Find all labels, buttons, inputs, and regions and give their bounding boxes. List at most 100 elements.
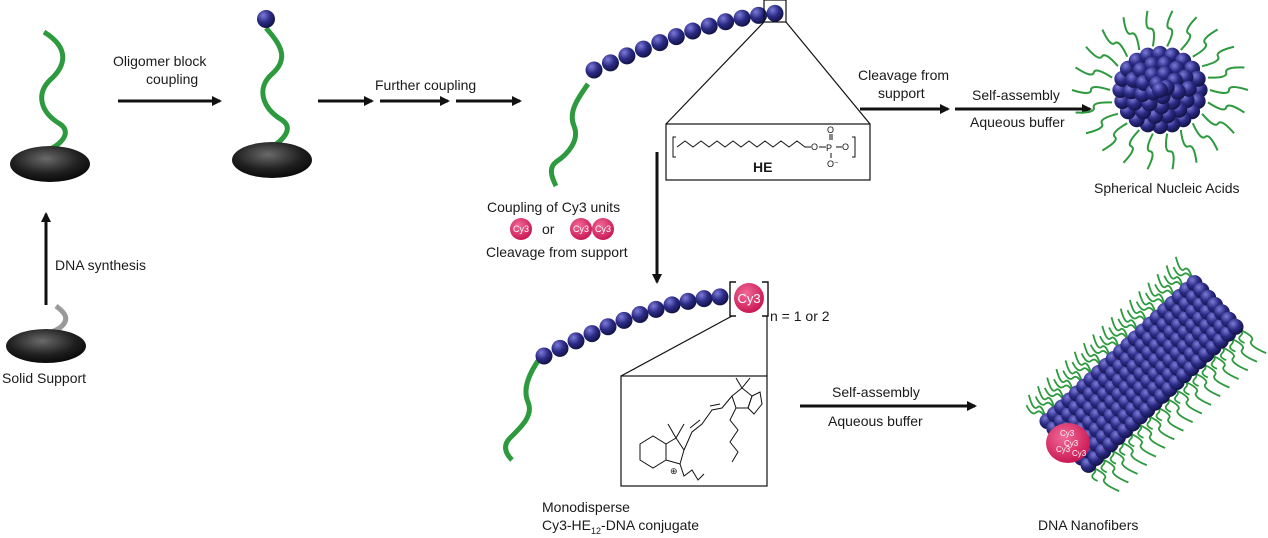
sna-strand (1207, 101, 1245, 114)
fiber-strand (1080, 352, 1103, 369)
he-bead (618, 47, 636, 65)
he-bead (733, 9, 751, 27)
fiber-strand (1092, 334, 1112, 360)
fiber-strand (1126, 431, 1157, 458)
he-alkyl-chain (676, 140, 811, 148)
fiber-strand (1218, 344, 1249, 372)
fiber-strand (1034, 396, 1057, 412)
solid-support-bare (6, 304, 86, 363)
he-bead (766, 4, 784, 22)
he-bead (634, 40, 652, 58)
dna-strand (548, 82, 591, 188)
oligomer-label-line1: Oligomer block (113, 53, 207, 69)
cy3-unit-label: Cy3 (737, 291, 760, 306)
fiber-cy3-end: Cy3 Cy3 Cy3 Cy3 (1046, 423, 1090, 463)
he-box-frame (665, 123, 871, 181)
he-bead (647, 300, 665, 318)
fiber-strand (1055, 368, 1075, 395)
he-o-right: O (842, 142, 849, 152)
fiber-strand (1154, 283, 1176, 300)
fiber-strand (1101, 325, 1121, 351)
fiber-strand (1145, 292, 1167, 308)
aqueous-buffer-label-2: Aqueous buffer (828, 413, 923, 429)
sna-core (1112, 45, 1208, 135)
he-bead (695, 290, 713, 308)
bracket-left (729, 281, 736, 317)
fiber-strand (1227, 336, 1258, 363)
he-bead (615, 311, 633, 329)
fiber-strand (1174, 256, 1194, 282)
fiber-strand (1153, 405, 1184, 432)
sna-strand (1101, 29, 1129, 58)
fiber-strand (1165, 265, 1185, 291)
he-o-double: O (827, 125, 834, 135)
fiber-strand (1025, 404, 1047, 421)
fiber-strand (1172, 266, 1194, 283)
sna-dna-strands (1071, 10, 1249, 170)
sna-strand (1122, 129, 1140, 164)
sna-strand (1192, 28, 1219, 58)
support-with-dna (10, 29, 90, 182)
dna-strand (503, 356, 543, 462)
he-bead (717, 13, 735, 31)
sna-strand (1201, 113, 1235, 134)
fiber-strand (1107, 448, 1138, 475)
coupling-cy3-label: Coupling of Cy3 units (487, 199, 620, 215)
he-bead (651, 34, 669, 52)
he-bead (663, 296, 681, 314)
sna-strand (1201, 45, 1235, 68)
he-o-left: O (811, 142, 818, 152)
fiber-strand (1089, 465, 1120, 492)
he-bead (583, 325, 601, 343)
sna-strand (1179, 129, 1198, 163)
he-bead-chain (585, 4, 784, 79)
sna-bead (1152, 82, 1168, 98)
spherical-label: Spherical Nucleic Acids (1094, 180, 1240, 196)
sna-strand (1180, 16, 1198, 51)
dna-synthesis-label: DNA synthesis (55, 257, 146, 273)
zoom-line-left (665, 21, 765, 125)
dna-strand (39, 29, 68, 153)
dna-nanofiber: Cy3 Cy3 Cy3 Cy3 (1025, 256, 1267, 492)
fiber-strand (1071, 361, 1093, 377)
fiber-strand (1163, 396, 1194, 423)
he-bead (667, 28, 685, 46)
sna-strand (1085, 112, 1119, 135)
support-disc (6, 329, 86, 363)
cy3-label-small: Cy3 (573, 224, 589, 234)
he-o-minus: O⁻ (827, 159, 839, 169)
n-label: n = 1 or 2 (770, 308, 830, 324)
he-phosphorus: P (826, 143, 832, 153)
he-bead (257, 10, 275, 28)
he-bead (631, 306, 649, 324)
fiber-strand (1043, 387, 1066, 403)
he12-dna-chain (548, 0, 787, 188)
oligomer-label-line2: coupling (146, 71, 198, 87)
fiber-strand (1108, 327, 1130, 343)
aqueous-buffer-label-1: Aqueous buffer (970, 114, 1065, 130)
he-bead (711, 288, 729, 306)
fiber-strand (1199, 362, 1230, 389)
fiber-strand (1099, 335, 1121, 352)
cy3-structure-box: ⊕ (620, 375, 768, 487)
cy3-label-small: Cy3 (1064, 439, 1079, 448)
solid-support-label: Solid Support (2, 370, 86, 386)
he-bead (684, 22, 702, 40)
self-assembly-label-2: Self-assembly (832, 384, 920, 400)
fiber-core (1039, 275, 1244, 473)
fiber-strand (1027, 394, 1047, 420)
fiber-strand (1046, 377, 1066, 403)
cy3-label-small: Cy3 (595, 224, 611, 234)
support-with-he-unit (232, 10, 312, 178)
fiber-strand (1181, 379, 1212, 406)
monodisperse-label: Monodisperse (542, 499, 630, 515)
cy3-positive-charge: ⊕ (670, 466, 678, 476)
dna-strand (260, 26, 290, 151)
cy3-label-small: Cy3 (1056, 445, 1071, 454)
fiber-strand (1144, 413, 1175, 441)
nanofibers-label: DNA Nanofibers (1038, 517, 1138, 533)
sna-strand (1075, 66, 1113, 79)
sna-strand (1166, 10, 1174, 47)
further-coupling-label: Further coupling (375, 77, 476, 93)
